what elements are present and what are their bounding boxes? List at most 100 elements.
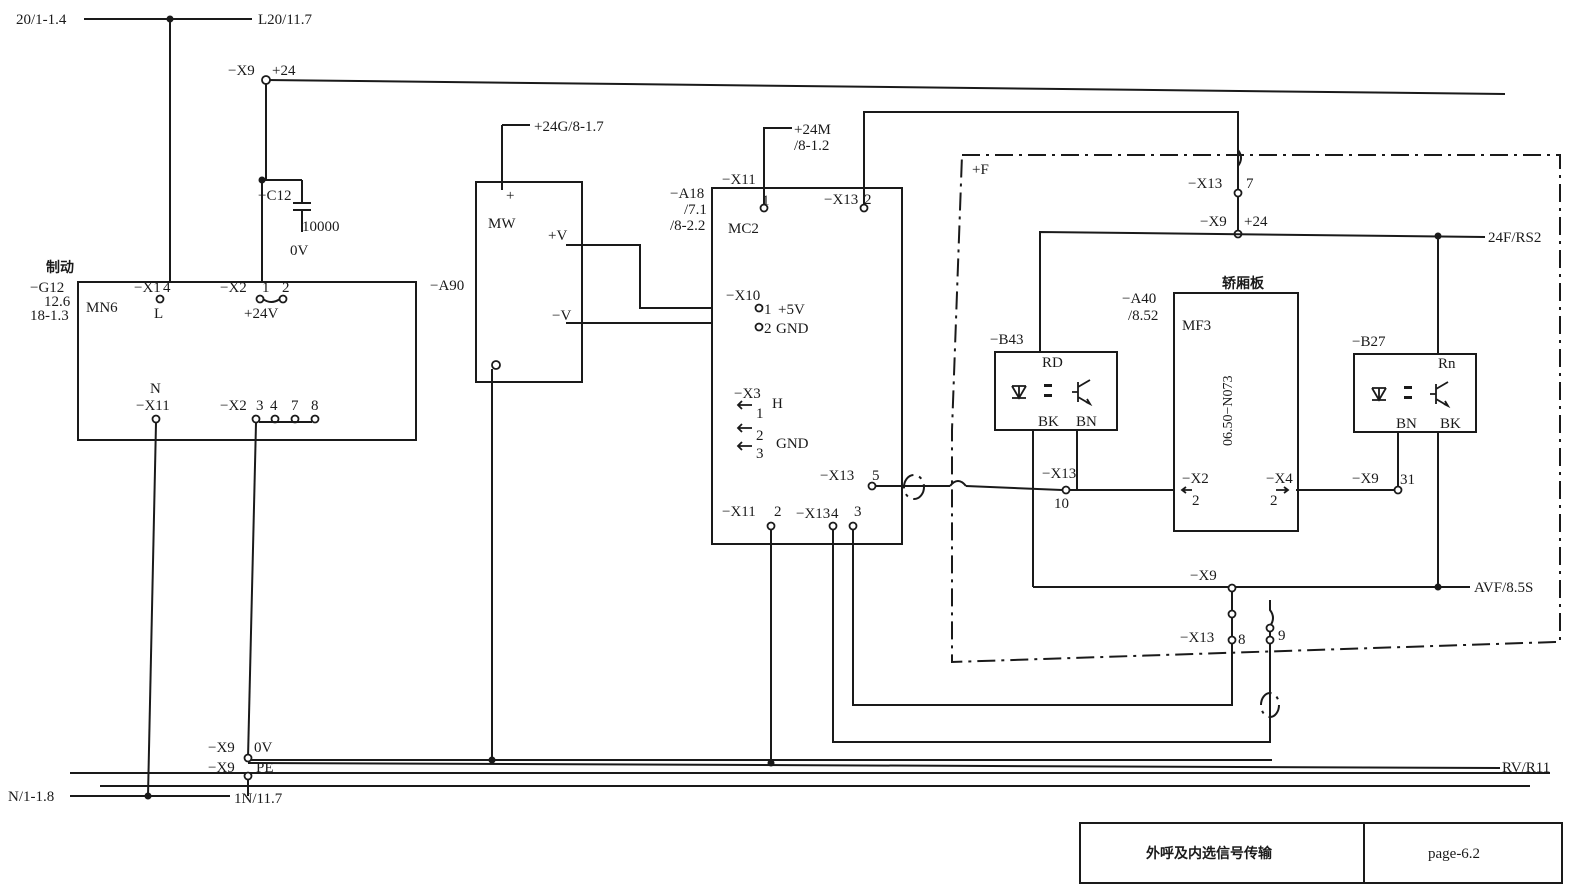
a18-x10-p2: 2 — [764, 321, 772, 337]
b43-rd: RD — [1042, 355, 1063, 371]
terminal-a18-x10-2 — [754, 322, 764, 332]
cap-value: 10000 — [302, 219, 340, 235]
terminal-x9-31 — [1393, 485, 1403, 495]
ref-l-out: L20/11.7 — [258, 12, 313, 28]
cabin-x13-7-pin: 7 — [1246, 176, 1254, 192]
a18-x13-top-pin: 2 — [864, 192, 872, 208]
x9-31-label: −X9 — [1352, 471, 1379, 487]
terminal-bus-x9-pe — [243, 771, 253, 781]
a18-x11-bot: −X11 — [722, 504, 756, 520]
cabin-x9-24-pin: +24 — [1244, 214, 1268, 230]
terminal-cabin-x13-7 — [1233, 188, 1243, 198]
g12-x2b-p7: 7 — [291, 398, 299, 414]
a18-x3-h: H — [772, 396, 783, 412]
footer-title-cell — [1079, 822, 1365, 884]
a40-pos: /8.52 — [1128, 308, 1158, 324]
a40-box — [1173, 292, 1299, 532]
a18-pos-b: /8-2.2 — [670, 218, 705, 234]
wire-bus-rv — [247, 762, 1501, 769]
g12-pos-a: 12.6 — [44, 294, 71, 310]
terminal-g12-x2-2 — [278, 294, 288, 304]
photo-sensor-icon — [1011, 379, 1093, 407]
terminal-cabin-x13-8a — [1227, 609, 1237, 619]
a90-box — [475, 181, 583, 383]
a18-x3: −X3 — [734, 386, 761, 402]
wire-x13-4-to-9 — [832, 530, 1271, 743]
b43-bk: BK — [1038, 414, 1059, 430]
a18-x13-top: −X13 — [824, 192, 858, 208]
a18-x3-gnd: GND — [776, 436, 809, 452]
g12-x2a-sig: +24V — [244, 306, 278, 322]
photo-sensor-icon — [1371, 381, 1451, 409]
terminal-a18-x11-1 — [759, 203, 769, 213]
g12-x2b-p8: 8 — [311, 398, 319, 414]
terminal-a90-0v — [491, 360, 501, 370]
bus-x9-0v-sig: 0V — [254, 740, 273, 756]
a40-x4-pin: 2 — [1270, 493, 1278, 509]
cabin-x13-9-pin: 9 — [1278, 628, 1286, 644]
ref-l-in: 20/1-1.4 — [16, 12, 67, 28]
ref-avf: AVF/8.5S — [1474, 580, 1533, 596]
ref-24g: +24G/8-1.7 — [534, 119, 604, 135]
x9-31-pin: 31 — [1400, 472, 1415, 488]
terminal-g12-x2-8 — [310, 414, 320, 424]
g12-pos-b: 18-1.3 — [30, 308, 69, 324]
g12-x1: −X1 — [134, 280, 161, 296]
connector-a40-x2-icon — [1180, 486, 1192, 494]
connector-a40-x4-icon — [1276, 486, 1290, 494]
g12-title: 制动 — [46, 259, 74, 276]
terminal-a18-x13-3 — [848, 521, 858, 531]
terminal-g12-x2-1 — [255, 294, 265, 304]
cabin-x13-10-pin: 10 — [1054, 496, 1069, 512]
terminal-a18-x10-1 — [754, 303, 764, 313]
cabin-ref: +F — [972, 162, 989, 178]
x9-top-label: −X9 — [228, 63, 255, 79]
a40-x4: −X4 — [1266, 471, 1293, 487]
wire-24f-rail — [1039, 230, 1486, 352]
wire-24v-rail — [265, 79, 1506, 95]
ref-n-in: N/1-1.8 — [8, 789, 54, 805]
a40-x2-pin: 2 — [1192, 493, 1200, 509]
terminal-a18-x13-2 — [859, 203, 869, 213]
g12-type: MN6 — [86, 300, 118, 316]
g12-x11: −X11 — [136, 398, 170, 414]
a18-x11-top: −X11 — [722, 172, 756, 188]
junction — [144, 792, 152, 800]
cap-name: −C12 — [258, 188, 291, 204]
bus-x9-pe: −X9 — [208, 760, 235, 776]
terminal-g12-x1 — [155, 294, 165, 304]
wire-24m — [763, 127, 792, 204]
wire-x11-n — [147, 422, 157, 797]
terminal-cabin-x13-8b — [1227, 635, 1237, 645]
terminal-cabin-x9-mid — [1227, 583, 1237, 593]
wire-5v — [566, 244, 755, 309]
a18-x11-top-pin: 1 — [762, 193, 770, 209]
g12-x2b-p3: 3 — [256, 398, 264, 414]
cabin-x9-24: −X9 — [1200, 214, 1227, 230]
a18-x11-bot-pin: 2 — [774, 504, 782, 520]
a18-ref: −A18 — [670, 186, 704, 202]
shield-symbol — [903, 474, 925, 500]
shield-symbol — [1260, 692, 1280, 718]
cabin-boundary — [951, 154, 1561, 664]
footer-page-cell — [1363, 822, 1563, 884]
g12-x2a-p2: 2 — [282, 280, 290, 296]
g12-ref: −G12 — [30, 280, 64, 296]
a18-x13-mid: −X13 — [820, 468, 854, 484]
b43-bn: BN — [1076, 414, 1097, 430]
a90-mv: −V — [552, 308, 571, 324]
a18-x3-p2: 2 — [756, 428, 764, 444]
g12-n: N — [150, 381, 161, 397]
a18-x10: −X10 — [726, 288, 760, 304]
wire-x13-2-to-cabin — [863, 111, 1239, 204]
wire-x13-5-cross — [949, 480, 967, 487]
ref-24m-b: /8-1.2 — [794, 138, 829, 154]
a90-type: MW — [488, 216, 516, 232]
a18-x3-p1: 1 — [756, 406, 764, 422]
cabin-x13-7: −X13 — [1188, 176, 1222, 192]
cabin-x13-8-pin: 8 — [1238, 632, 1246, 648]
cap-volt: 0V — [290, 243, 309, 259]
terminal-x9-24 — [261, 75, 271, 85]
ref-n-out: 1N/11.7 — [234, 791, 283, 807]
